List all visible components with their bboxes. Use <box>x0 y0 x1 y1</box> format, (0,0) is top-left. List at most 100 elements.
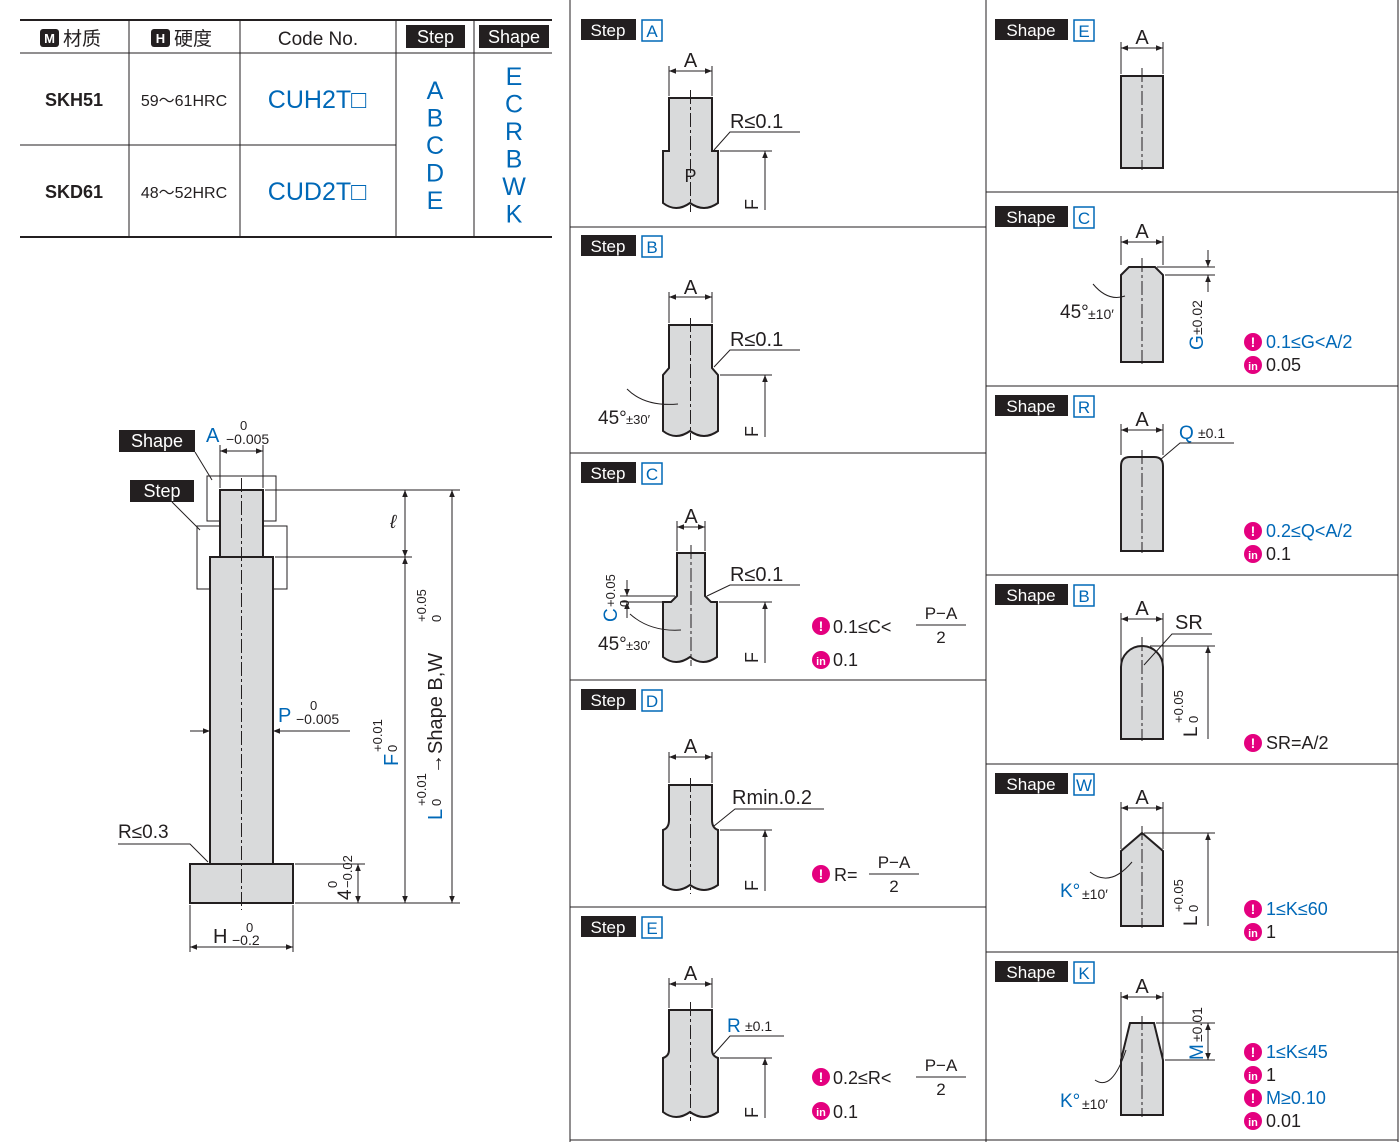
step-c-cond-den: 2 <box>936 628 945 647</box>
step-b-tag: Step <box>591 237 626 256</box>
shape-w-l-tol-upper: +0.05 <box>1171 879 1186 912</box>
m-badge-letter: M <box>44 31 55 46</box>
shape-option: K <box>506 201 523 229</box>
step-e-r-tol: ±0.1 <box>745 1018 772 1034</box>
svg-text:in: in <box>1248 550 1258 562</box>
in-circle-icon <box>1244 923 1262 941</box>
shape-k-a: A <box>1135 976 1149 998</box>
shape-w-cond: 1≤K≤60 <box>1266 899 1328 919</box>
step-a-p: P <box>684 166 696 186</box>
shape-b-sr: SR <box>1175 612 1203 634</box>
shape-k-m: M <box>1187 1044 1208 1060</box>
step-d-letter: D <box>646 692 658 711</box>
step-e-inc: 0.1 <box>833 1102 858 1122</box>
step-e-panel: Step E A R ±0.1 F ! 0.2≤R< P−A 2 in 0.1 <box>581 916 966 1122</box>
step-d-panel: Step D A Rmin.0.2 F ! R= P−A 2 <box>581 689 919 896</box>
step-leader <box>171 501 201 531</box>
hardness-skh51: 59～61HRC <box>141 93 227 110</box>
m-badge-icon <box>40 29 59 47</box>
in-circle-icon <box>812 651 830 669</box>
exclamation-circle-icon <box>1244 734 1262 752</box>
step-e-cond-num: P−A <box>925 1056 958 1075</box>
shape-b-l-tol-upper: +0.05 <box>1171 690 1186 723</box>
shape-c-angle: 45° <box>1060 302 1089 323</box>
step-e-a: A <box>684 963 698 985</box>
step-a-r: R≤0.1 <box>730 111 783 133</box>
step-b-f: F <box>742 426 762 437</box>
main-h-tol-lower: −0.2 <box>232 932 260 948</box>
shape-c-g: G <box>1187 335 1208 350</box>
code-cud2t: CUD2T□ <box>268 178 367 206</box>
shape-b-cond: SR=A/2 <box>1266 733 1329 753</box>
shape-r-a: A <box>1135 409 1149 431</box>
step-e-f: F <box>742 1107 762 1118</box>
main-l-tol-upper: +0.01 <box>414 773 429 806</box>
svg-text:!: ! <box>1251 334 1256 350</box>
shape-r-letter: R <box>1078 398 1090 417</box>
shape-b-letter: B <box>1078 587 1089 606</box>
step-c-r: R≤0.1 <box>730 564 783 586</box>
shape-k-panel: Shape K A M ±0.01 K° ±10′ ! 1≤K≤45 in 1 … <box>995 961 1328 1131</box>
shape-w-letter: W <box>1076 776 1092 795</box>
shape-b-tag: Shape <box>1006 586 1055 605</box>
step-b-a: A <box>684 277 698 299</box>
main-head-tol-lower: −0.02 <box>340 855 355 888</box>
main-a-tol-lower: −0.005 <box>226 431 269 447</box>
main-l-suffix-tol-lower: 0 <box>429 615 444 622</box>
svg-text:!: ! <box>1251 1090 1256 1106</box>
step-d-cond: R= <box>834 865 858 885</box>
shape-b-condition: ! SR=A/2 <box>1244 733 1329 753</box>
shape-option: E <box>506 63 523 91</box>
svg-text:in: in <box>816 656 826 668</box>
header-code-no: Code No. <box>278 29 358 50</box>
svg-text:!: ! <box>819 866 824 882</box>
exclamation-circle-icon <box>812 865 830 883</box>
step-d-tag: Step <box>591 691 626 710</box>
main-l-suffix-tol-upper: +0.05 <box>414 589 429 622</box>
step-c-angle: 45° <box>598 634 627 655</box>
step-d-f: F <box>742 880 762 891</box>
in-circle-icon <box>1244 1112 1262 1130</box>
main-h-tol-upper: 0 <box>246 920 253 935</box>
header-shape: Shape <box>488 27 540 47</box>
shape-tag-bg <box>119 430 195 452</box>
shape-option: W <box>502 173 526 201</box>
header-shape-bg <box>479 25 549 48</box>
shape-w-a: A <box>1135 787 1149 809</box>
svg-text:in: in <box>1248 928 1258 940</box>
step-e-tag: Step <box>591 918 626 937</box>
svg-text:!: ! <box>1251 1044 1256 1060</box>
step-c-f: F <box>742 652 762 663</box>
exclamation-circle-icon <box>1244 522 1262 540</box>
shape-w-k-tol: ±10′ <box>1082 886 1108 902</box>
main-l-suffix: →Shape B,W <box>425 653 447 774</box>
header-material: 材质 <box>63 28 101 50</box>
exclamation-circle-icon <box>1244 900 1262 918</box>
material-skh51: SKH51 <box>45 90 103 110</box>
shape-b-a: A <box>1135 598 1149 620</box>
step-d-cond-num: P−A <box>878 853 911 872</box>
main-f-label: F <box>381 754 403 766</box>
shape-b-panel: Shape B A SR L +0.05 0 ! SR=A/2 <box>995 584 1329 753</box>
svg-text:in: in <box>816 1107 826 1119</box>
step-b-angle-tol: ±30′ <box>626 412 651 427</box>
shape-w-tag: Shape <box>1006 775 1055 794</box>
exclamation-circle-icon <box>812 617 830 635</box>
header-step: Step <box>417 27 454 47</box>
shape-r-cond: 0.2≤Q<A/2 <box>1266 521 1352 541</box>
step-d-a: A <box>684 736 698 758</box>
in-circle-icon <box>1244 356 1262 374</box>
shape-e-panel: Shape E A <box>995 19 1164 170</box>
main-f-tol-lower: 0 <box>385 745 400 752</box>
shape-k-tag: Shape <box>1006 963 1055 982</box>
step-d-r: Rmin.0.2 <box>732 787 812 809</box>
shape-c-inc: 0.05 <box>1266 355 1301 375</box>
main-head-tol-upper: 0 <box>325 881 340 888</box>
shape-option: C <box>505 91 523 119</box>
main-l-tol-lower: 0 <box>429 799 444 806</box>
main-l-label: L <box>425 809 447 820</box>
main-a-tol-upper: 0 <box>240 418 247 433</box>
shape-e-a: A <box>1135 27 1149 49</box>
shape-k-inc: 1 <box>1266 1065 1276 1085</box>
in-circle-icon <box>812 1102 830 1120</box>
